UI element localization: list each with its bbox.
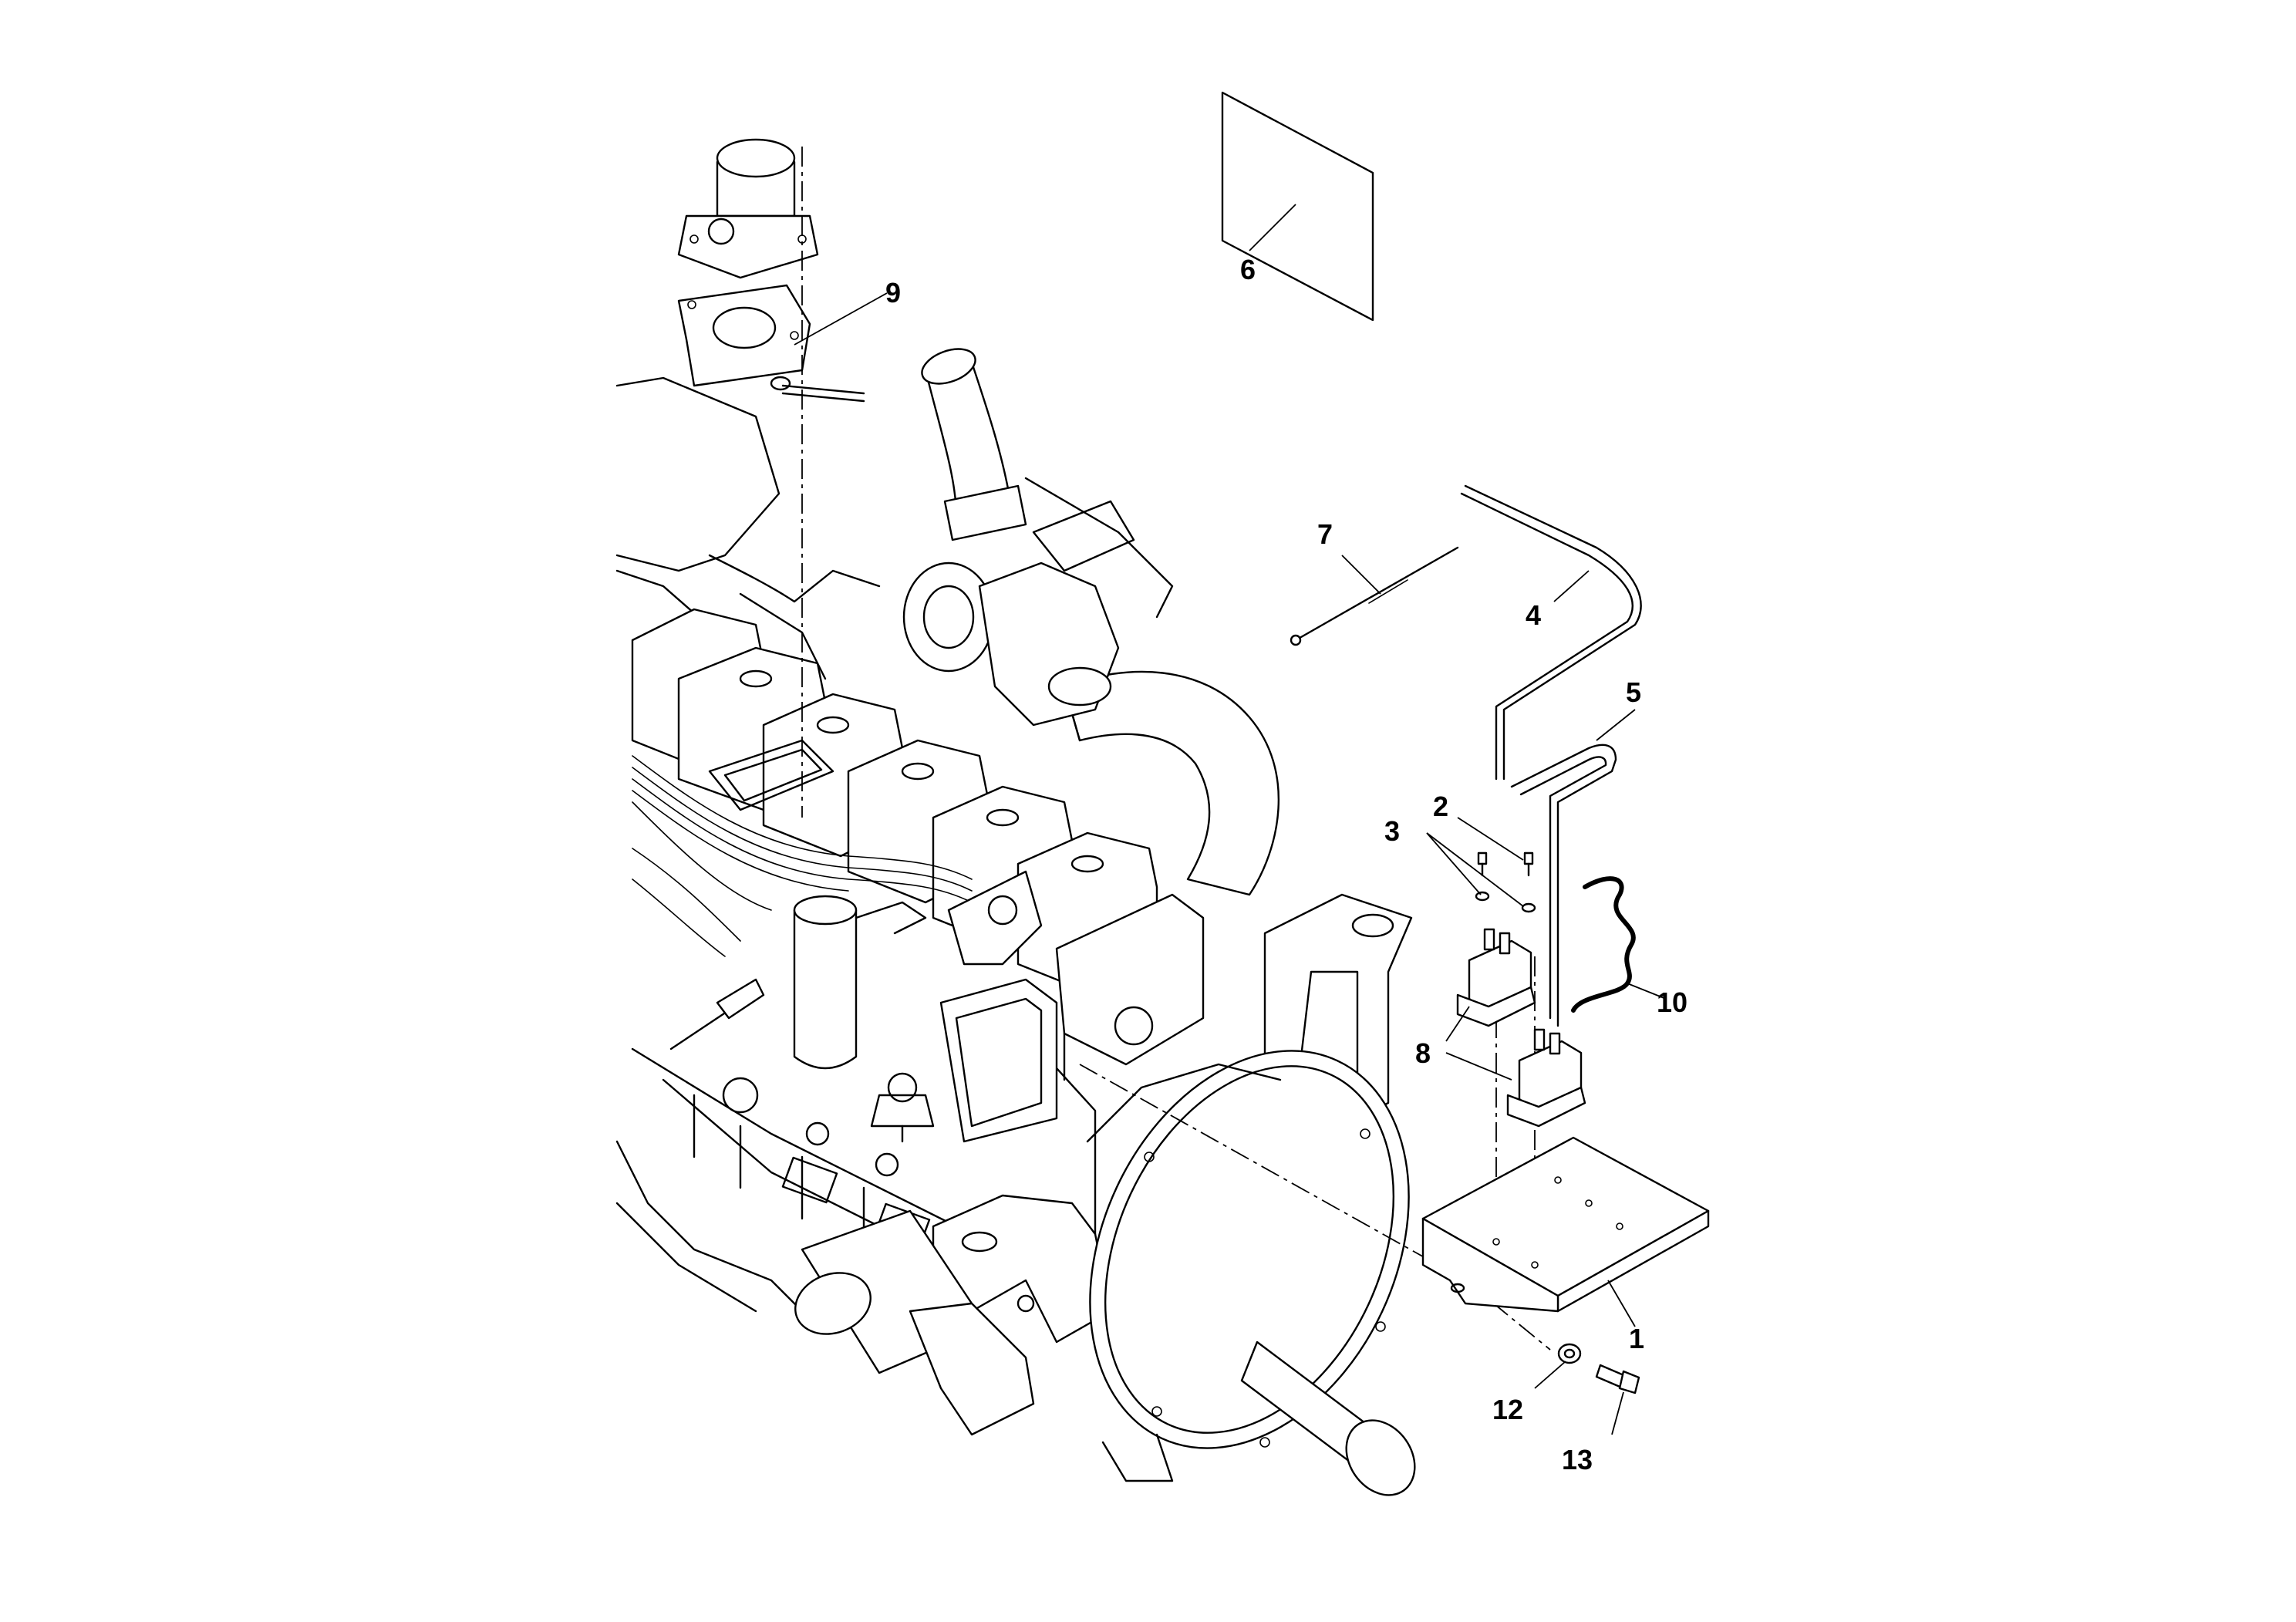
callout-3: 3 bbox=[1384, 815, 1400, 847]
callout-13: 13 bbox=[1562, 1444, 1593, 1475]
callouts: 6 9 7 4 5 2 3 10 8 1 12 13 bbox=[885, 254, 1687, 1475]
dipstick-tube bbox=[1464, 484, 1642, 781]
callout-1: 1 bbox=[1629, 1323, 1644, 1354]
callout-9: 9 bbox=[885, 277, 901, 309]
jumper-cable bbox=[1571, 876, 1636, 1013]
callout-4: 4 bbox=[1526, 599, 1541, 631]
bolt bbox=[1595, 1364, 1640, 1394]
callout-5: 5 bbox=[1626, 676, 1641, 708]
callout-12: 12 bbox=[1492, 1394, 1523, 1425]
callout-8: 8 bbox=[1415, 1037, 1431, 1069]
relay-lower bbox=[1506, 1028, 1586, 1128]
bracket-rod bbox=[1510, 744, 1617, 1027]
engine-assembly bbox=[615, 138, 1416, 1496]
screw-set bbox=[1475, 851, 1536, 913]
callout-2: 2 bbox=[1433, 791, 1448, 822]
callout-7: 7 bbox=[1317, 518, 1333, 550]
decal-panel bbox=[1221, 91, 1374, 322]
relay-upper bbox=[1456, 928, 1536, 1027]
washer bbox=[1557, 1343, 1582, 1364]
callout-10: 10 bbox=[1657, 986, 1687, 1018]
callout-6: 6 bbox=[1240, 254, 1256, 285]
leader-lines bbox=[794, 204, 1667, 1435]
dipstick-rod bbox=[1290, 546, 1459, 646]
mounting-plate bbox=[1421, 1136, 1710, 1313]
